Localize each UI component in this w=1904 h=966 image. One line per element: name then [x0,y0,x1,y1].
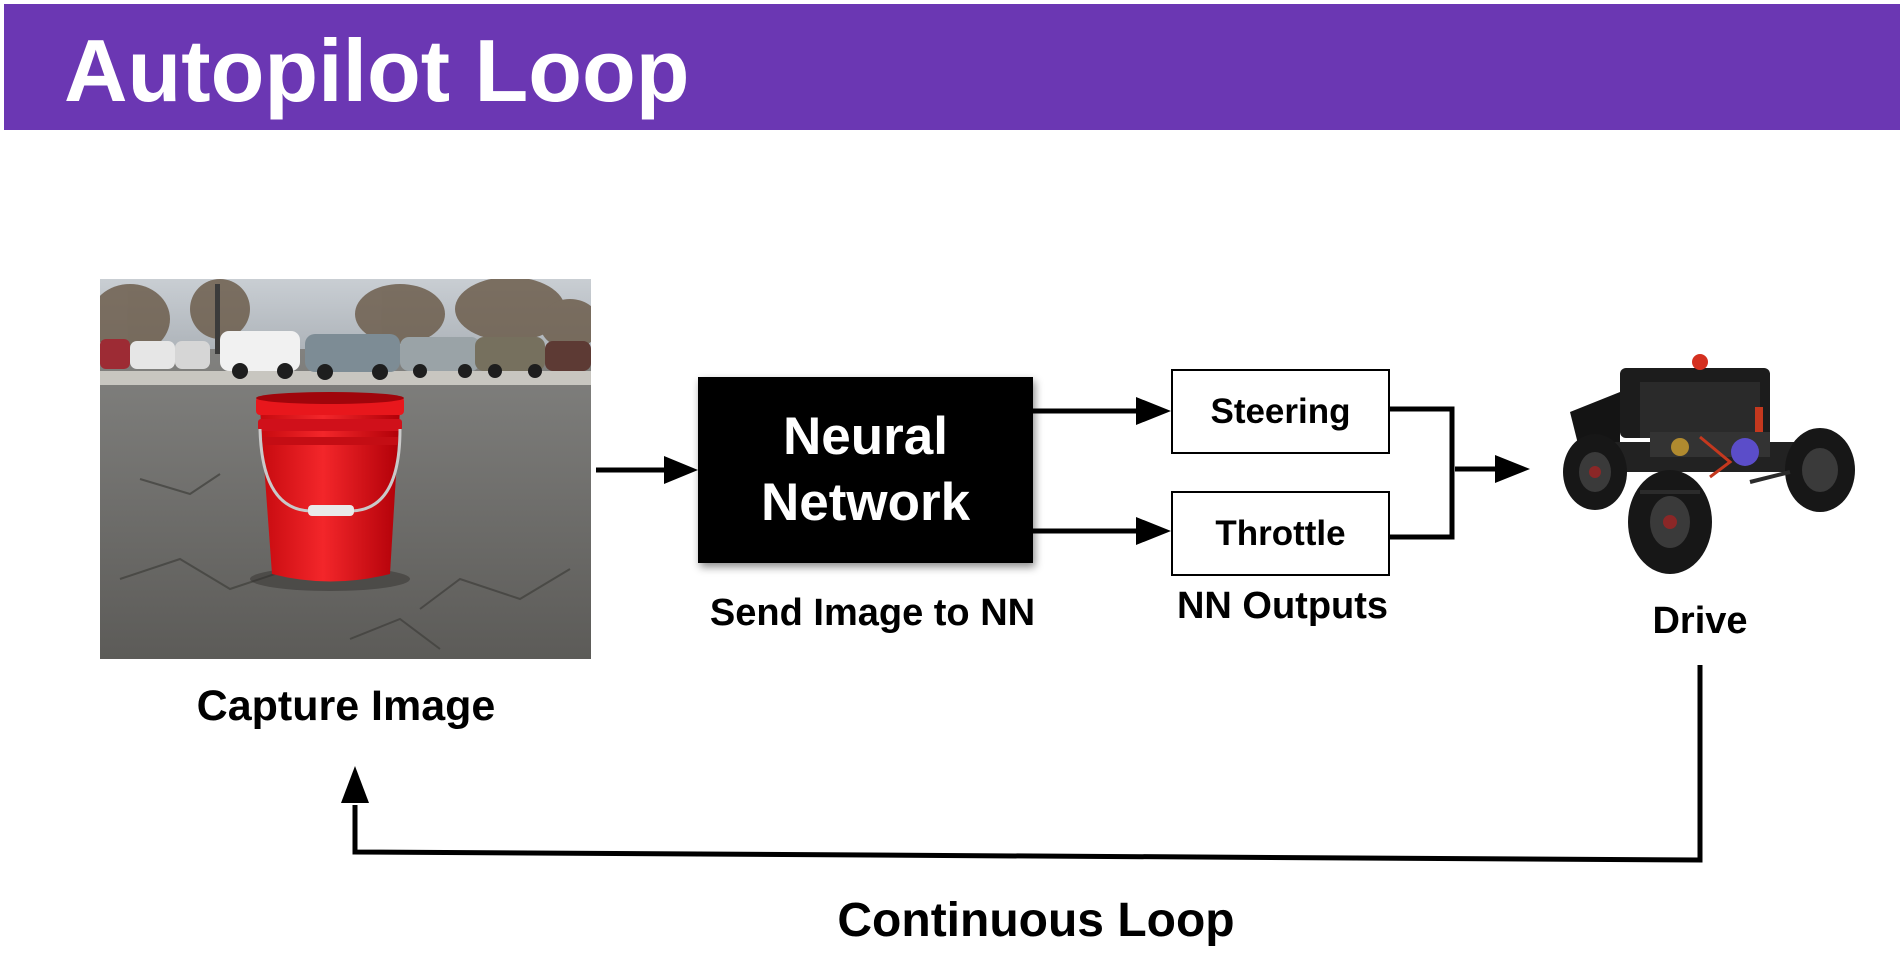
drive-caption: Drive [1652,600,1748,642]
arrowhead-steering [1136,397,1171,425]
steering-label: Steering [1210,391,1351,431]
header-bar: Autopilot Loop [4,4,1900,130]
merge-connector [1388,406,1455,540]
arrowhead-drive [1495,455,1530,483]
neural-network-label: Neural Network [760,407,971,532]
steering-box: Steering [1171,369,1390,454]
continuous-loop-caption: Continuous Loop [837,894,1235,947]
nn-outputs-caption: NN Outputs [1176,585,1389,627]
send-image-caption: Send Image to NN [709,592,1036,634]
arrowhead-loop [341,766,369,803]
throttle-label: Throttle [1215,513,1346,553]
throttle-box: Throttle [1171,491,1390,576]
page-title: Autopilot Loop [64,21,690,120]
neural-network-box: Neural Network [698,377,1033,563]
arrowhead-image-to-nn [664,456,698,484]
capture-image-caption: Capture Image [196,682,496,730]
arrowhead-throttle [1136,517,1171,545]
loop-back-connector [352,665,1703,863]
capture-image [100,279,591,659]
rc-car-image [1563,354,1855,574]
